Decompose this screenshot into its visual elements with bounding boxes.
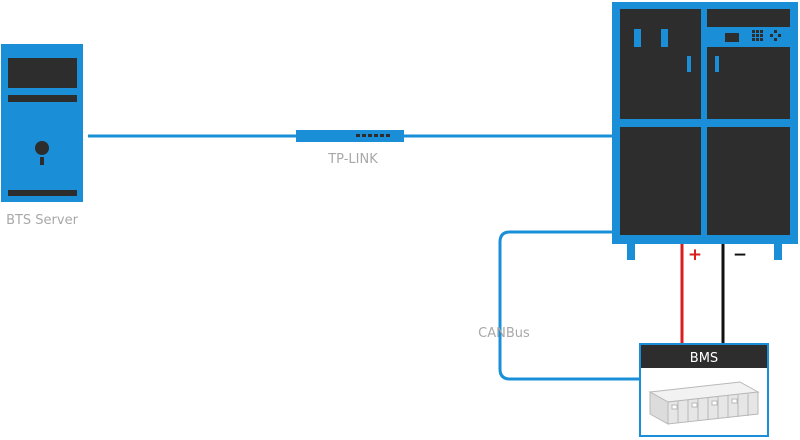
canbus-label: CANBus bbox=[478, 326, 530, 341]
network-switch-icon bbox=[296, 130, 404, 142]
battery-tester-icon bbox=[612, 2, 798, 260]
bms-label: BMS bbox=[690, 351, 718, 366]
switch-label: TP-LINK bbox=[327, 152, 378, 167]
server-label: BTS Server bbox=[6, 213, 79, 228]
positive-terminal-sign: + bbox=[688, 245, 702, 265]
negative-terminal-sign: − bbox=[733, 245, 747, 265]
canbus-link bbox=[498, 230, 642, 381]
server-icon bbox=[1, 44, 83, 202]
battery-module-icon bbox=[648, 381, 760, 425]
